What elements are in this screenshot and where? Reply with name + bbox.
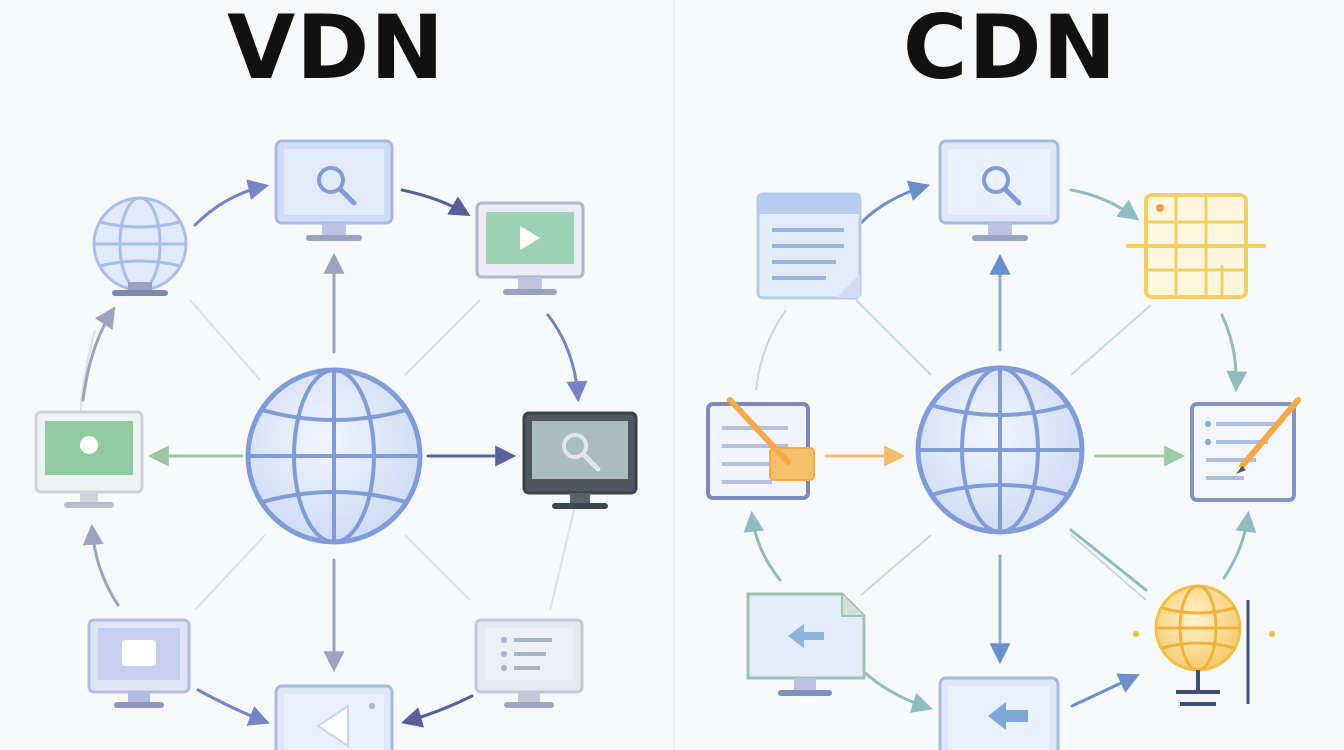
- globe-stand-icon: [92, 196, 188, 296]
- arrow-grid-to-editor: [1220, 313, 1248, 393]
- monitor-bottom-right-icon: [474, 618, 584, 708]
- arrow-left-to-globe: [81, 306, 116, 402]
- arrow-monitor-to-grid: [1069, 188, 1140, 221]
- document-pencil-icon: [1190, 397, 1301, 502]
- monitor-video-icon: [475, 201, 585, 295]
- cdn-panel: CDN: [676, 0, 1344, 750]
- editor-pencil-icon: [706, 397, 815, 500]
- grid-table-icon: [1126, 193, 1266, 299]
- cdn-central-globe-icon: [915, 365, 1085, 535]
- monitor-dark-search-icon: [522, 411, 638, 509]
- arrow-bottom-left-up: [82, 523, 120, 607]
- cdn-monitor-search-icon: [938, 139, 1060, 241]
- link-hub-to-globe: [1069, 528, 1148, 592]
- arrow-bottom-to-globe: [1070, 673, 1140, 708]
- cdn-title: CDN: [902, 0, 1118, 99]
- arrow-video-to-search: [546, 313, 588, 403]
- cdn-network-diagram: [706, 139, 1301, 750]
- monitor-bottom-center-icon: [274, 684, 394, 750]
- arrow-to-bottom-center: [196, 688, 270, 726]
- file-back-icon: [746, 592, 866, 696]
- vdn-central-globe-icon: [245, 367, 423, 545]
- vdn-panel: VDN: [34, 0, 638, 750]
- arrow-globe-to-document: [1222, 510, 1257, 580]
- monitor-search-icon: [274, 139, 394, 241]
- monitor-bottom-left-icon: [87, 618, 191, 708]
- cdn-monitor-bottom-icon: [938, 676, 1060, 750]
- monitor-left-icon: [34, 410, 144, 508]
- panel-divider: [673, 0, 675, 750]
- arrow-doc-to-monitor: [860, 180, 931, 224]
- arrow-globe-to-monitor: [193, 179, 270, 227]
- gold-globe-stand-icon: [1133, 584, 1275, 706]
- vdn-network-diagram: [34, 139, 638, 750]
- cdn-faint-links: [755, 299, 1152, 601]
- vdn-title: VDN: [227, 0, 445, 99]
- document-icon: [756, 192, 862, 300]
- arrow-file-up: [743, 510, 782, 582]
- arrow-bottom-right-to-center: [400, 694, 474, 728]
- arrow-monitor-to-video: [400, 188, 471, 217]
- arrow-file-to-bottom: [862, 670, 934, 713]
- vdn-faint-links: [78, 299, 576, 611]
